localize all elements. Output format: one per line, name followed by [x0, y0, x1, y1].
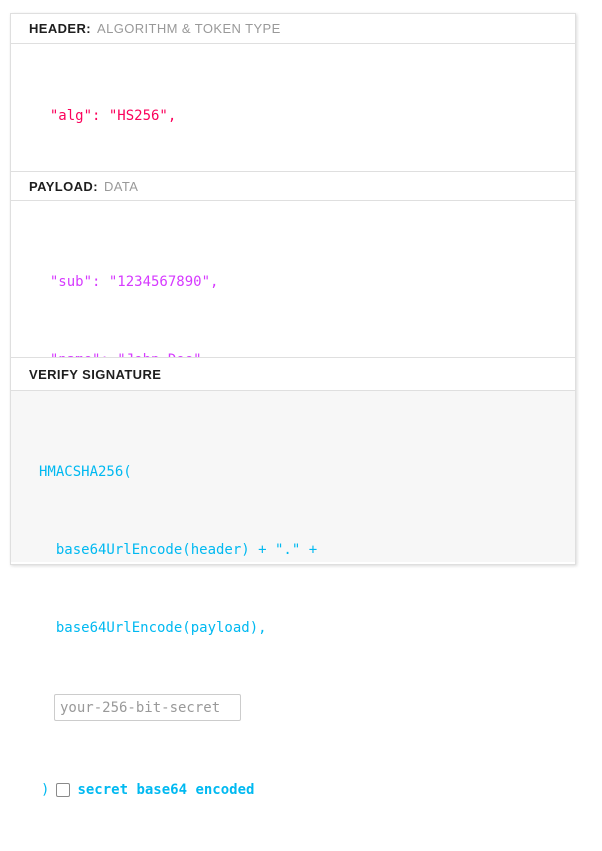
closing-paren: ) — [41, 782, 50, 798]
verify-signature-section: VERIFY SIGNATURE HMACSHA256( base64UrlEn… — [11, 357, 575, 798]
code-line: "alg": "HS256", — [33, 108, 177, 124]
code-line: base64UrlEncode(header) + "." + — [39, 542, 318, 558]
code-line: "name": "John Doe", — [33, 347, 575, 357]
payload-section-sublabel: DATA — [103, 178, 139, 194]
payload-section-title-row: PAYLOAD: DATA — [11, 171, 575, 201]
payload-json-editor[interactable]: "sub": "1234567890", "name": "John Doe",… — [11, 201, 575, 357]
jwt-decoded-panel: HEADER: ALGORITHM & TOKEN TYPE "alg": "H… — [10, 13, 576, 798]
secret-base64-label[interactable]: secret base64 encoded — [77, 782, 255, 798]
header-section-label: HEADER: — [29, 21, 92, 36]
signature-content: HMACSHA256( base64UrlEncode(header) + ".… — [11, 391, 575, 798]
payload-section: PAYLOAD: DATA "sub": "1234567890", "name… — [11, 171, 575, 357]
verify-signature-label: VERIFY SIGNATURE — [29, 366, 162, 382]
secret-base64-checkbox[interactable] — [56, 783, 71, 797]
secret-base64-row: ) secret base64 encoded — [39, 781, 575, 799]
header-section-sublabel: ALGORITHM & TOKEN TYPE — [97, 21, 281, 36]
header-section-title-row: HEADER: ALGORITHM & TOKEN TYPE — [11, 14, 575, 44]
secret-input[interactable] — [54, 694, 241, 721]
verify-signature-title-row: VERIFY SIGNATURE — [11, 357, 575, 391]
code-line: "sub": "1234567890", — [33, 274, 219, 290]
header-section: HEADER: ALGORITHM & TOKEN TYPE "alg": "H… — [11, 14, 575, 171]
code-line: HMACSHA256( — [39, 464, 132, 480]
code-line: base64UrlEncode(payload), — [39, 620, 267, 636]
header-json-editor[interactable]: "alg": "HS256", "typ": "JWT" } — [11, 44, 575, 171]
payload-section-label: PAYLOAD: — [29, 178, 98, 194]
